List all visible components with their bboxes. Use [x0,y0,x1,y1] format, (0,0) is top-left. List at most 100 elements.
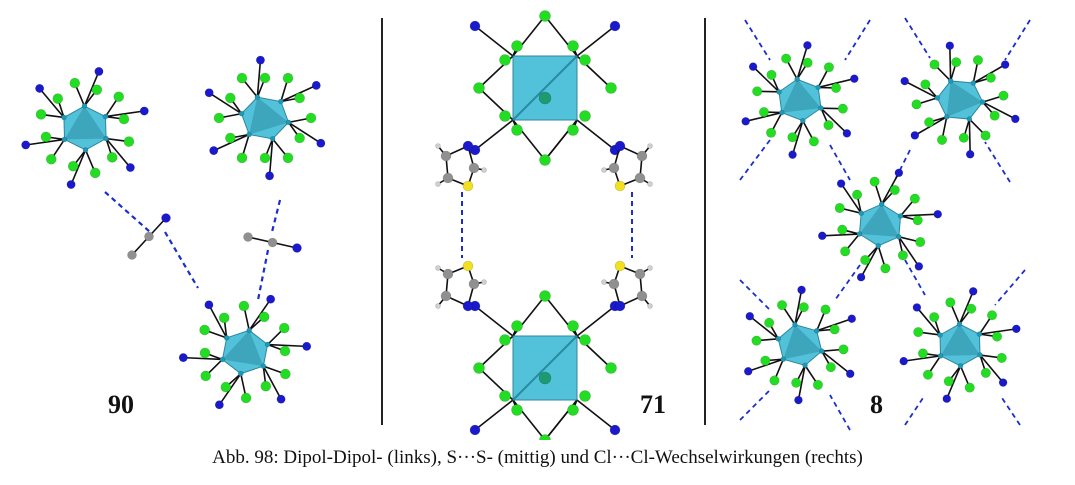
metal-atom [264,341,271,348]
chlorine-atom [945,297,956,308]
bond [576,25,616,57]
metal-atom [878,201,885,207]
chlorine-atom [808,136,819,147]
nitrogen-atom [161,213,171,223]
chlorine-atom [860,254,871,266]
carbon-atom [608,162,620,174]
bond [979,354,1004,384]
bond [821,350,851,375]
cluster-face [249,97,289,135]
chlorine-atom [987,310,998,321]
bond [576,119,616,151]
chlorine-atom [260,380,272,392]
nitrogen-atom [609,424,621,436]
bond [904,80,938,99]
bond [900,213,938,217]
contact-line [834,264,861,301]
chlorine-atom [880,263,891,274]
contact-line [829,144,851,181]
bond [576,305,616,337]
nitrogen-atom [614,300,626,312]
nitrogen-atom [255,55,265,65]
bond [749,315,779,340]
chlorine-atom [972,55,984,66]
chlorine-atom [791,377,802,388]
chlorine-atom [259,152,271,164]
chlorine-atom [579,390,591,402]
metal-atom [934,95,941,101]
metal-atom [61,136,68,143]
carbon-atom [636,290,648,302]
chlorine-atom [966,303,977,314]
carbon-atom [144,231,154,242]
cluster-face [783,324,822,360]
chlorine-atom [511,320,523,332]
nitrogen-atom [302,341,312,351]
metal-atom [81,103,88,109]
nitrogen-atom [856,272,866,282]
chlorine-atom [924,117,935,128]
chlorine-atom [869,176,880,187]
carbon-atom [634,172,646,184]
bond [183,356,223,361]
nitrogen-atom [933,209,943,219]
metal-atom [246,327,253,334]
chlorine-atom [278,322,290,334]
chlorine-atom [781,53,792,64]
chlorine-atom [45,153,57,165]
bond [474,305,514,337]
cluster-edge [512,335,578,401]
chlorine-atom [929,59,940,70]
chlorine-atom [218,312,230,324]
chlorine-atom [69,77,81,89]
chlorine-atom [280,368,291,380]
bond [39,87,65,118]
nitrogen-atom [125,163,135,173]
sulfur-atom [462,260,474,272]
chlorine-atom [838,344,849,355]
nitrogen-atom [311,80,321,90]
chlorine-atom [236,72,248,84]
hydrogen-atom [601,279,607,285]
bond [791,120,804,155]
chlorine-atom [294,132,305,144]
chlorine-atom [752,86,763,97]
chlorine-atom [282,152,294,164]
metal-atom [800,117,806,124]
chlorine-atom [980,367,991,378]
contact-line [904,259,926,296]
figure-caption: Abb. 98: Dipol-Dipol- (links), S···S- (m… [212,447,863,468]
chlorine-atom [236,152,248,164]
cluster-face [64,106,107,140]
bond [105,110,145,118]
nitrogen-atom [462,300,474,312]
chlorine-atom [840,246,851,257]
chlorine-atom [936,134,948,145]
chlorine-atom [943,376,954,387]
chlorine-atom [539,434,551,440]
chlorine-atom [996,352,1007,363]
chlorine-atom [787,132,798,143]
metal-atom [238,110,245,117]
chlorine-atom [917,348,928,359]
chlorine-atom [213,112,225,124]
hydrogen-atom [481,279,487,285]
chlorine-atom [567,320,579,332]
metal-atom [82,147,89,153]
contact-line [904,17,931,59]
bond [840,183,862,214]
metal-atom [223,335,230,341]
chlorine-atom [199,324,210,336]
bond [474,25,514,57]
nitrogen-atom [912,303,922,312]
nitrogen-atom [745,311,755,321]
metal-atom [856,231,863,237]
bond [474,119,514,151]
nitrogen-atom [614,140,626,152]
contact-line [829,394,851,431]
chlorine-atom [915,236,926,248]
contact-line [984,141,1011,183]
chlorine-atom [118,113,130,125]
metal-atom [254,94,261,100]
chlorine-atom [123,136,135,147]
